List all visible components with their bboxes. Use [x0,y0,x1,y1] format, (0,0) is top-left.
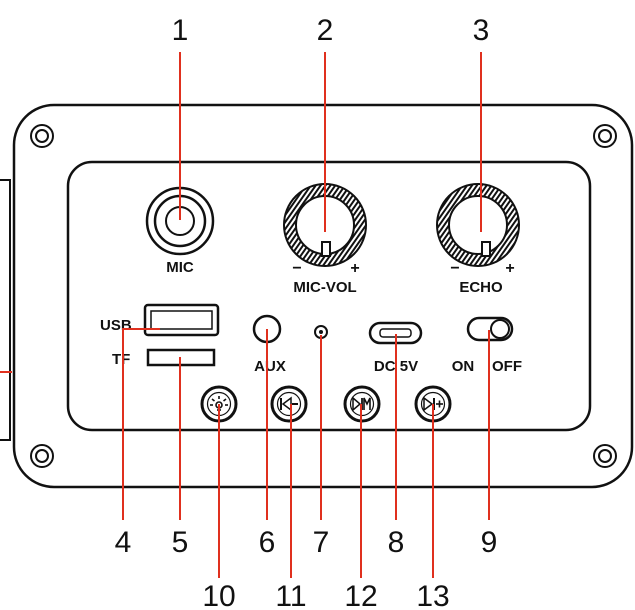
callout-5: 5 [172,526,189,559]
leader-lines [122,52,490,578]
callout-8: 8 [388,526,405,559]
mic-vol-label: MIC-VOL [293,279,356,296]
callout-4: 4 [115,526,132,559]
leader-4 [122,328,160,520]
mic-vol-minus: − [292,260,301,277]
tf-label: TF [112,351,130,368]
screw-top-right [593,124,617,148]
aux-label: AUX [254,358,286,375]
callout-3: 3 [473,14,490,47]
previous-button[interactable] [270,385,308,423]
echo-label: ECHO [459,279,503,296]
echo-knob[interactable] [436,183,520,267]
usb-label: USB [100,317,132,334]
callout-10: 10 [202,580,235,610]
callout-2: 2 [317,14,334,47]
case-edge [0,179,11,441]
mic-vol-plus: + [350,260,359,277]
on-label: ON [452,358,475,375]
echo-plus: + [505,260,514,277]
off-label: OFF [492,358,522,375]
callout-1: 1 [172,14,189,47]
callout-6: 6 [259,526,276,559]
usb-port[interactable] [143,303,220,337]
echo-minus: − [450,260,459,277]
screw-top-left [30,124,54,148]
screw-bottom-right [593,444,617,468]
callout-12: 12 [344,580,377,610]
screw-bottom-left [30,444,54,468]
callout-9: 9 [481,526,498,559]
callout-7: 7 [313,526,330,559]
callout-11: 11 [275,580,306,610]
callout-13: 13 [416,580,449,610]
mic-label: MIC [166,259,194,276]
